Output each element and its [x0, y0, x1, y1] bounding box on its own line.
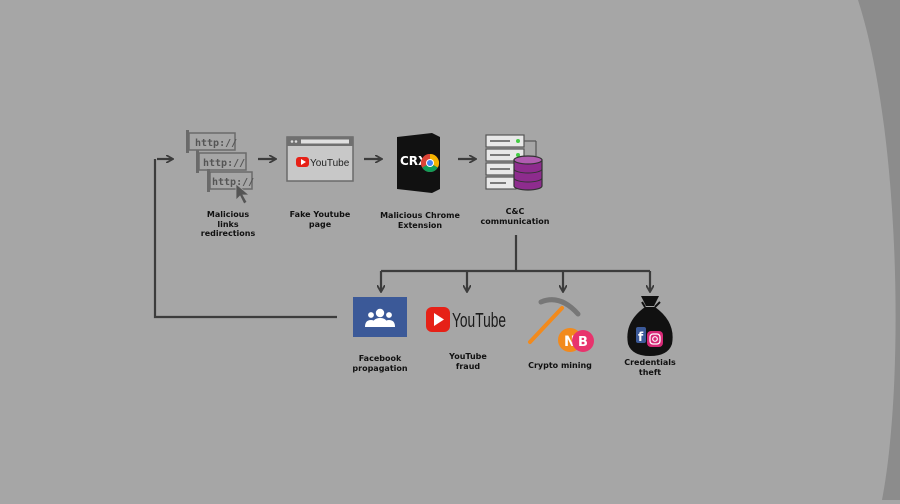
- chrome-logo-icon: [420, 154, 440, 173]
- svg-text:YouTube: YouTube: [452, 310, 506, 332]
- svg-text:http://: http://: [203, 158, 245, 169]
- svg-text:YouTube: YouTube: [310, 158, 350, 169]
- crx-chrome-icon: CRX: [397, 133, 440, 193]
- label-cnc-communication: C&C communication: [480, 207, 550, 226]
- database-icon: [513, 155, 543, 191]
- svg-text:f: f: [638, 330, 644, 344]
- http-links-icon: http:// http:// http://: [186, 130, 254, 205]
- svg-text:CRX: CRX: [400, 154, 428, 168]
- label-malicious-chrome-extension: Malicious Chrome Extension: [380, 211, 460, 230]
- label-fake-youtube: Fake Youtube page: [289, 210, 351, 229]
- label-youtube-fraud: YouTube fraud: [449, 352, 487, 371]
- flow-arrows: [153, 159, 650, 319]
- svg-text:http://: http://: [212, 177, 254, 188]
- background-curve: [858, 0, 900, 500]
- label-malicious-links: Malicious links redirections: [200, 210, 256, 238]
- cursor-icon: [235, 183, 251, 205]
- svg-text:http://: http://: [195, 138, 237, 149]
- browser-youtube-icon: YouTube: [286, 136, 354, 182]
- instagram-icon: [647, 331, 663, 347]
- label-facebook-propagation: Facebook propagation: [352, 354, 408, 373]
- svg-text:N: N: [564, 334, 576, 350]
- label-credentials-theft: Credentials theft: [624, 358, 676, 377]
- pickaxe-coin-icon: N B: [528, 297, 594, 352]
- facebook-group-icon: [353, 297, 407, 337]
- money-bag-icon: f: [627, 296, 673, 356]
- facebook-f-icon: [636, 327, 646, 343]
- arrow-loop-back: [153, 159, 337, 319]
- svg-text:B: B: [578, 335, 588, 350]
- server-database-icon: [485, 134, 543, 191]
- youtube-logo-icon: YouTube: [426, 307, 506, 332]
- label-crypto-mining: Crypto mining: [528, 361, 592, 370]
